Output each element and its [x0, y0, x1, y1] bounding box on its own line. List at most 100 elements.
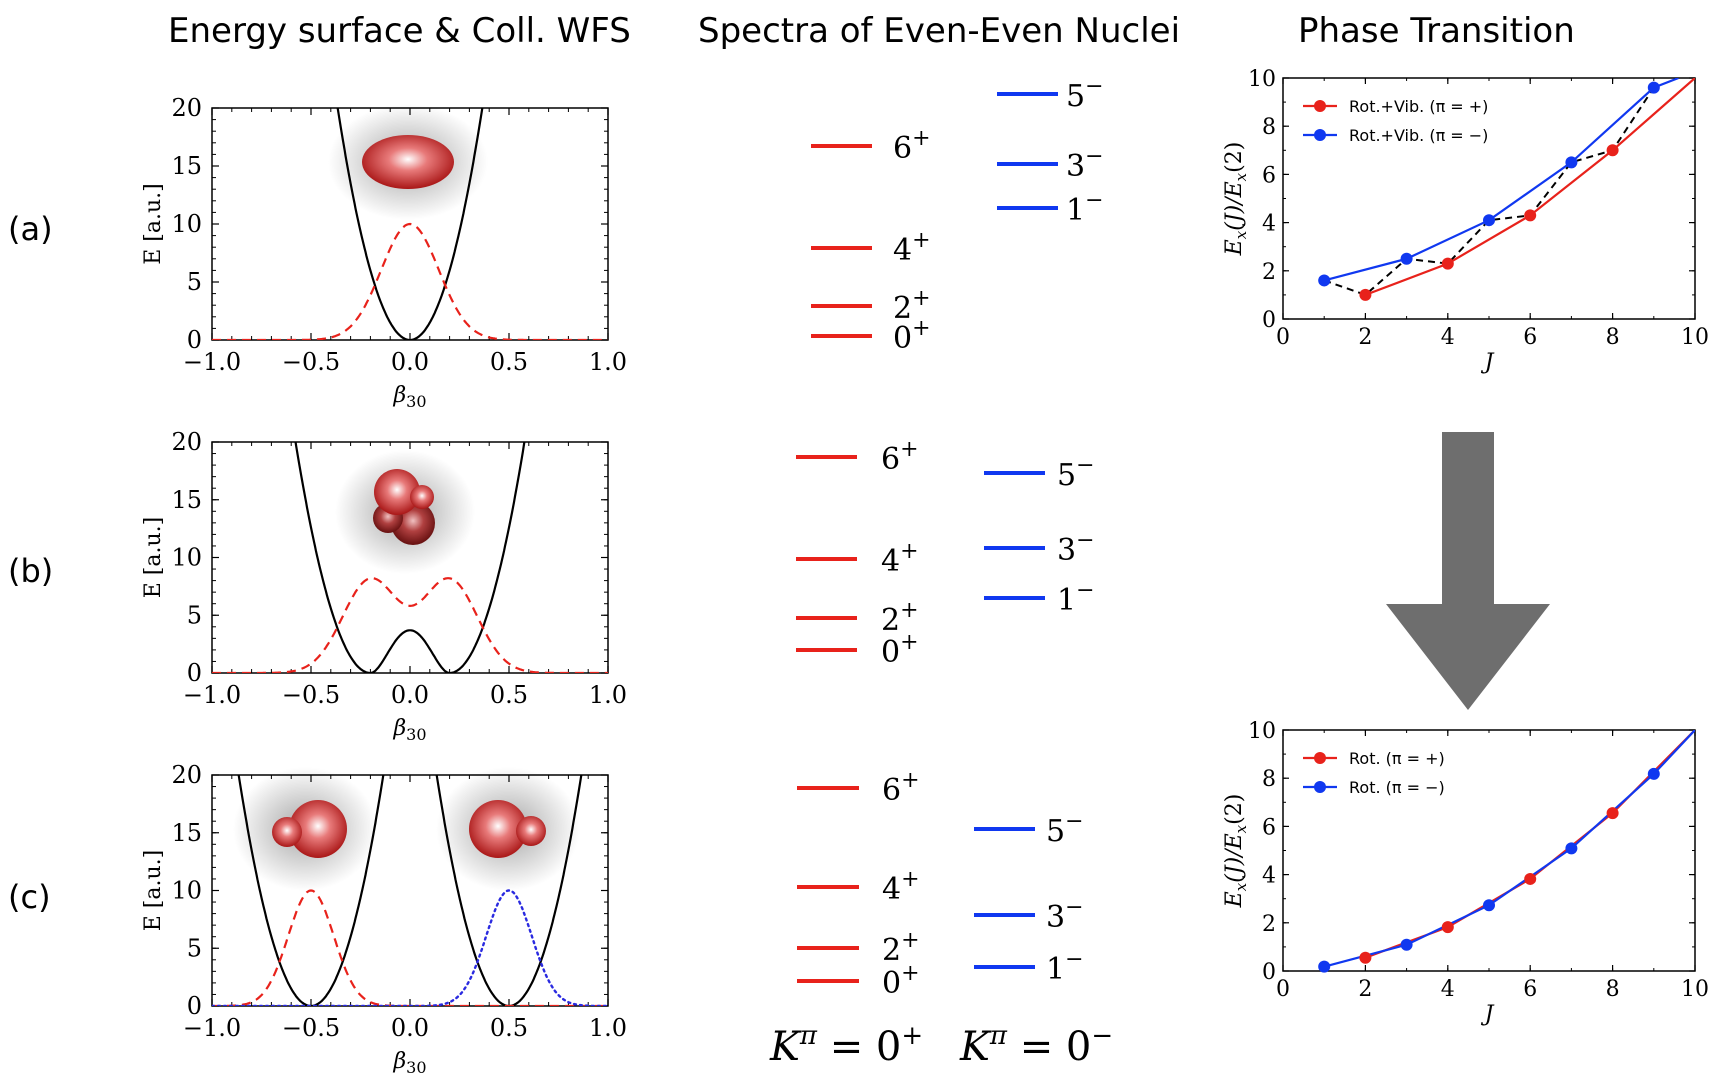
x-axis-label: β30	[392, 383, 426, 411]
level-label-negative: 5−	[1057, 453, 1095, 493]
y-tick-label: 5	[187, 601, 202, 629]
data-point-red	[1359, 951, 1372, 964]
data-point-blue	[1565, 156, 1578, 169]
x-axis-label: β30	[392, 716, 426, 744]
y-tick-label: 10	[171, 544, 202, 572]
level-label-positive: 4+	[893, 228, 931, 268]
x-tick-label: 6	[1523, 325, 1537, 350]
x-tick-label: 8	[1606, 977, 1620, 1002]
x-tick-label: −0.5	[282, 348, 340, 376]
potential-curve	[237, 775, 583, 1006]
y-tick-label: 10	[171, 877, 202, 905]
x-axis-label: β30	[392, 1049, 426, 1077]
x-tick-label: 0	[1276, 977, 1290, 1002]
row-label-b: (b)	[8, 552, 53, 590]
wavefunction-curve-blue	[212, 889, 608, 1006]
legend-label: Rot. (π = −)	[1349, 778, 1445, 797]
k-pi-negative-label: Kπ = 0−	[959, 1021, 1113, 1070]
data-point-blue	[1565, 842, 1578, 855]
x-tick-label: −0.5	[282, 681, 340, 709]
y-tick-label: 8	[1262, 767, 1276, 792]
potential-curve	[294, 442, 526, 673]
legend-marker	[1314, 752, 1326, 764]
y-tick-label: 2	[1262, 912, 1276, 937]
y-tick-label: 0	[187, 326, 202, 354]
title-spectra: Spectra of Even-Even Nuclei	[698, 11, 1180, 51]
title-phase-transition: Phase Transition	[1298, 11, 1575, 51]
y-axis-label: Ex(J)/Ex(2)	[1222, 142, 1250, 257]
x-tick-label: 6	[1523, 977, 1537, 1002]
legend-label: Rot.+Vib. (π = +)	[1349, 97, 1488, 116]
legend-label: Rot.+Vib. (π = −)	[1349, 126, 1488, 145]
level-label-positive: 0+	[893, 316, 931, 356]
y-tick-label: 20	[171, 94, 202, 122]
data-point-blue	[1318, 274, 1331, 287]
x-tick-label: 0.0	[391, 681, 429, 709]
k-pi-positive-label: Kπ = 0+	[769, 1021, 923, 1070]
x-tick-label: 0.0	[391, 348, 429, 376]
row-label-a: (a)	[8, 210, 53, 248]
x-tick-label: −1.0	[183, 1014, 241, 1042]
y-tick-label: 15	[171, 819, 202, 847]
legend-marker	[1314, 129, 1326, 141]
x-tick-label: 2	[1358, 977, 1372, 1002]
y-tick-label: 6	[1262, 163, 1276, 188]
x-tick-label: 1.0	[589, 681, 627, 709]
row-label-c: (c)	[8, 878, 51, 916]
level-label-positive: 0+	[882, 961, 920, 1001]
level-label-negative: 1−	[1066, 188, 1104, 228]
data-point-blue	[1400, 252, 1413, 265]
data-point-red	[1359, 288, 1372, 301]
level-label-positive: 4+	[882, 867, 920, 907]
x-tick-label: 0	[1276, 325, 1290, 350]
level-label-negative: 3−	[1066, 144, 1104, 184]
x-tick-label: 4	[1441, 977, 1455, 1002]
y-tick-label: 2	[1262, 260, 1276, 285]
legend-marker	[1314, 781, 1326, 793]
data-point-blue	[1647, 81, 1660, 94]
x-tick-label: 8	[1606, 325, 1620, 350]
x-tick-label: 10	[1681, 977, 1709, 1002]
y-tick-label: 5	[187, 268, 202, 296]
level-label-positive: 6+	[881, 437, 919, 477]
x-tick-label: 4	[1441, 325, 1455, 350]
data-point-blue	[1647, 767, 1660, 780]
data-point-blue	[1400, 938, 1413, 951]
y-tick-label: 0	[1262, 308, 1276, 333]
x-tick-label: 0.0	[391, 1014, 429, 1042]
x-axis-label: J	[1481, 350, 1495, 375]
plot-frame	[1282, 77, 1696, 320]
y-tick-label: 10	[1248, 719, 1276, 744]
level-label-negative: 5−	[1066, 74, 1104, 114]
plot-frame	[1282, 729, 1696, 972]
y-tick-label: 10	[171, 210, 202, 238]
wavefunction-curve-red	[212, 222, 608, 340]
x-tick-label: 1.0	[589, 1014, 627, 1042]
nucleus-shape-pear-right-c	[436, 767, 580, 891]
y-tick-label: 0	[187, 659, 202, 687]
wavefunction-curve-red	[212, 577, 608, 673]
transition-arrow	[1386, 432, 1550, 710]
legend-marker	[1314, 100, 1326, 112]
y-tick-label: 10	[1248, 67, 1276, 92]
wavefunction-curve-red	[212, 889, 608, 1006]
level-label-negative: 5−	[1046, 809, 1084, 849]
nucleus-shape-spheroid-a	[328, 104, 488, 220]
level-label-positive: 0+	[881, 630, 919, 670]
y-tick-label: 5	[187, 934, 202, 962]
x-tick-label: 1.0	[589, 348, 627, 376]
x-tick-label: 0.5	[490, 348, 528, 376]
y-tick-label: 0	[187, 992, 202, 1020]
data-point-red	[1524, 872, 1537, 885]
level-label-positive: 4+	[881, 539, 919, 579]
legend-label: Rot. (π = +)	[1349, 749, 1445, 768]
connector-dashed-line	[1323, 87, 1655, 297]
level-scheme-c: 6+4+2+0+5−3−1−	[797, 768, 1084, 1001]
nucleus-shape-pear-left-c	[233, 767, 377, 891]
x-tick-label: −0.5	[282, 1014, 340, 1042]
y-tick-label: 4	[1262, 212, 1276, 237]
x-tick-label: 2	[1358, 325, 1372, 350]
